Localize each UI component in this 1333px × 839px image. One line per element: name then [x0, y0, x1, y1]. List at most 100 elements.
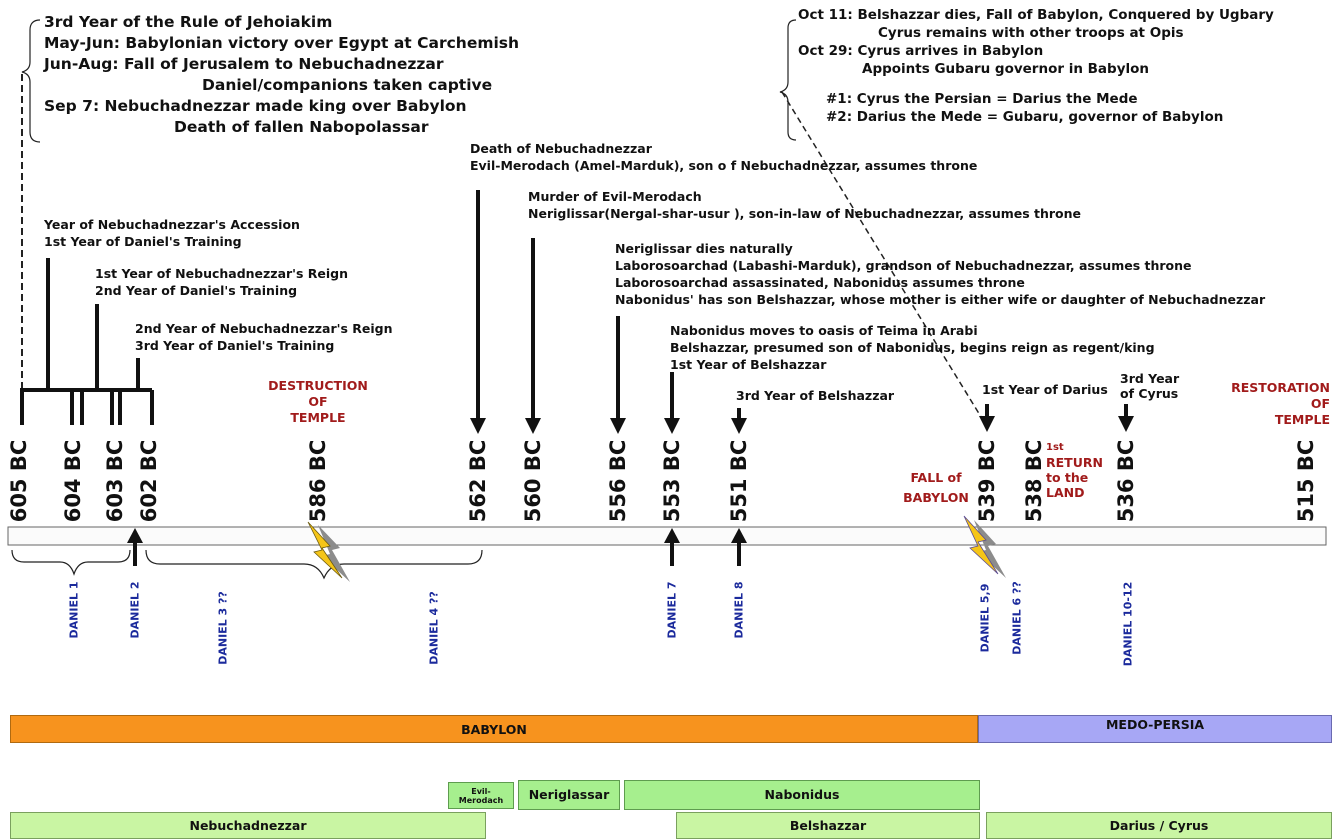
event-line: Nabonidus' has son Belshazzar, whose mot…: [615, 292, 1266, 307]
accession-line: 1st Year of Daniel's Training: [44, 234, 242, 249]
date-text: 562 BC: [466, 439, 490, 523]
red-line: TEMPLE: [290, 410, 346, 425]
chapter-daniel-7: DANIEL 7: [664, 580, 680, 640]
red-line: BABYLON: [903, 490, 969, 505]
chapter-text: DANIEL 5,9: [978, 583, 992, 653]
event-line: Nabonidus moves to oasis of Teima in Ara…: [670, 323, 978, 338]
note-line: Cyrus remains with other troops at Opis: [878, 25, 1184, 41]
event-line: Belshazzar, presumed son of Nabonidus, b…: [670, 340, 1155, 355]
red-line: FALL of: [910, 470, 962, 485]
accession-604: 1st Year of Nebuchadnezzar's Reign 2nd Y…: [95, 265, 348, 299]
date-551: 551 BC: [727, 439, 751, 523]
date-539: 539 BC: [975, 439, 999, 523]
king-label: Evil-: [471, 787, 491, 796]
event-line: Laborosoarchad assassinated, Nabonidus a…: [615, 275, 1025, 290]
event-line: 1st Year of Belshazzar: [670, 357, 827, 372]
red-line: DESTRUCTION: [268, 378, 368, 393]
note-line: Appoints Gubaru governor in Babylon: [862, 61, 1150, 77]
event-560: Murder of Evil-Merodach Neriglissar(Nerg…: [528, 188, 1081, 222]
destruction-label: DESTRUCTION OF TEMPLE: [266, 378, 370, 426]
accession-line: 2nd Year of Daniel's Training: [95, 283, 298, 298]
date-text: 556 BC: [606, 439, 630, 523]
king-nabonidus-bar: Nabonidus: [624, 780, 980, 810]
king-neriglassar-bar: Neriglassar: [518, 780, 620, 810]
date-text: 604 BC: [61, 439, 85, 523]
lightning-icon-586: [307, 521, 343, 579]
chapter-text: DANIEL 1: [67, 581, 81, 639]
accession-603: 2nd Year of Nebuchadnezzar's Reign 3rd Y…: [135, 320, 392, 354]
event-line: of Cyrus: [1120, 386, 1179, 401]
lightning-icon-539: [963, 515, 999, 575]
king-label: Belshazzar: [789, 818, 867, 833]
right-dashed-line: [781, 91, 987, 426]
event-551: 3rd Year of Belshazzar: [736, 388, 895, 403]
lightning-shadow-539: [974, 520, 1006, 578]
chapter-daniel-5-9: DANIEL 5,9: [977, 580, 993, 656]
date-text: 515 BC: [1294, 439, 1318, 523]
date-515: 515 BC: [1294, 439, 1318, 523]
date-560: 560 BC: [521, 439, 545, 523]
king-label: Darius / Cyrus: [1109, 818, 1209, 833]
date-text: 560 BC: [521, 439, 545, 523]
red-line: to the: [1046, 470, 1089, 485]
red-line: RESTORATION: [1231, 380, 1330, 395]
date-604: 604 BC: [61, 439, 85, 523]
fall-of-babylon-label: FALL of BABYLON: [898, 468, 974, 508]
event-553: Nabonidus moves to oasis of Teima in Ara…: [670, 322, 1155, 373]
event-539: 1st Year of Darius: [982, 382, 1108, 397]
note-line: #2: Darius the Mede = Gubaru, governor o…: [826, 109, 1224, 125]
date-text: 536 BC: [1114, 439, 1138, 523]
daniel3-4-brace: [145, 549, 483, 580]
chapter-daniel-2: DANIEL 2: [127, 580, 143, 640]
event-arrows: [470, 190, 1134, 434]
chapter-text: DANIEL 8: [732, 581, 746, 639]
event-line: Laborosoarchad (Labashi-Marduk), grandso…: [615, 258, 1192, 273]
event-562: Death of Nebuchadnezzar Evil-Merodach (A…: [470, 140, 977, 174]
event-line: Neriglissar(Nergal-shar-usur ), son-in-l…: [528, 206, 1082, 221]
chapter-daniel-6: DANIEL 6 ??: [1009, 580, 1025, 656]
chapter-text: DANIEL 10-12: [1121, 581, 1135, 667]
red-line: LAND: [1046, 485, 1085, 500]
chapter-text: DANIEL 2: [128, 581, 142, 639]
red-line: OF: [1310, 396, 1330, 411]
red-line: 1st: [1046, 442, 1064, 453]
date-text: 551 BC: [727, 439, 751, 523]
event-556: Neriglissar dies naturally Laborosoarcha…: [615, 240, 1265, 308]
chapter-daniel-8: DANIEL 8: [731, 580, 747, 640]
king-label: Merodach: [458, 796, 504, 805]
empire-babylon-bar: BABYLON: [10, 715, 978, 743]
date-562: 562 BC: [466, 439, 490, 523]
date-586: 586 BC: [306, 439, 330, 523]
accession-line: 3rd Year of Daniel's Training: [135, 338, 335, 353]
date-536: 536 BC: [1114, 439, 1138, 523]
chapter-text: DANIEL 7: [665, 581, 679, 639]
chapter-daniel-10-12: DANIEL 10-12: [1120, 580, 1136, 668]
chapter-text: DANIEL 4 ??: [427, 591, 441, 665]
event-line: 3rd Year: [1120, 371, 1180, 386]
king-belshazzar-bar: Belshazzar: [676, 812, 980, 839]
chapter-daniel-3: DANIEL 3 ??: [215, 590, 231, 666]
empire-label: BABYLON: [461, 722, 527, 737]
chapter-text: DANIEL 6 ??: [1010, 581, 1024, 655]
chapter-daniel-4: DANIEL 4 ??: [426, 590, 442, 666]
king-darius-cyrus-bar: Darius / Cyrus: [986, 812, 1332, 839]
king-nebuchadnezzar-bar: Nebuchadnezzar: [10, 812, 486, 839]
event-line: Murder of Evil-Merodach: [528, 189, 702, 204]
date-553: 553 BC: [660, 439, 684, 523]
date-text: 539 BC: [975, 439, 999, 523]
red-line: OF: [308, 394, 328, 409]
king-label: Nabonidus: [764, 787, 840, 802]
empire-label: MEDO-PERSIA: [1105, 717, 1205, 732]
chapter-text: DANIEL 3 ??: [216, 591, 230, 665]
note-line: #1: Cyrus the Persian = Darius the Mede: [826, 91, 1138, 107]
chapter-daniel-1: DANIEL 1: [66, 580, 82, 640]
date-602: 602 BC: [137, 440, 161, 523]
note-line: Daniel/companions taken captive: [202, 76, 493, 94]
note-line: Death of fallen Nabopolassar: [174, 118, 429, 136]
note-line: Jun-Aug: Fall of Jerusalem to Nebuchadne…: [44, 55, 444, 73]
event-line: Death of Nebuchadnezzar: [470, 141, 652, 156]
date-text: 553 BC: [660, 439, 684, 523]
date-text: 586 BC: [306, 439, 330, 523]
lightning-shadow-586: [318, 525, 350, 582]
